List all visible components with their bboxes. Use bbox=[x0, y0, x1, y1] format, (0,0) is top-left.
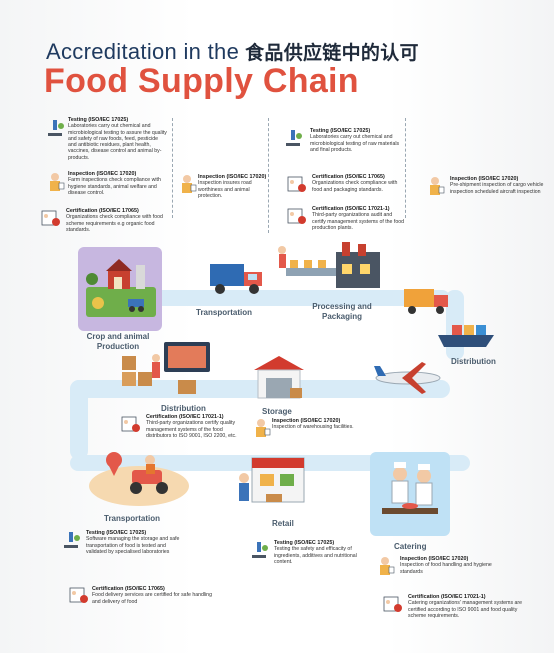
stage-label-retail: Retail bbox=[272, 519, 294, 528]
stage-label-transport-1: Transportation bbox=[196, 308, 253, 317]
info-text: Inspection of food handling and hygiene … bbox=[400, 562, 492, 575]
stage-label-catering: Catering bbox=[394, 542, 427, 551]
microscope-icon bbox=[248, 540, 270, 560]
info-text: Organizations check compliance with food… bbox=[66, 214, 163, 233]
farm-illustration bbox=[78, 247, 162, 331]
info-catering-certification: Certification (ISO/IEC 17021-1) Catering… bbox=[408, 594, 528, 619]
info-title: Inspection (ISO/IEC 17020) bbox=[400, 556, 469, 562]
stage-label-distribution-1: Distribution bbox=[451, 357, 496, 366]
inspector-icon bbox=[176, 174, 198, 194]
divider-dashed bbox=[268, 118, 269, 233]
divider-dashed bbox=[405, 118, 406, 218]
airplane-illustration bbox=[372, 358, 444, 398]
stage-label-distribution-2: Distribution bbox=[161, 404, 206, 413]
info-title: Testing (ISO/IEC 17025) bbox=[68, 117, 129, 123]
info-transport2-certification: Certification (ISO/IEC 17065) Food deliv… bbox=[92, 586, 212, 605]
info-storage-inspection: Inspection (ISO/IEC 17020) Inspection of… bbox=[272, 418, 368, 431]
info-catering-inspection: Inspection (ISO/IEC 17020) Inspection of… bbox=[400, 556, 496, 575]
stage-label-crop: Crop and animal Production bbox=[86, 332, 150, 351]
stage-label-transport-2: Transportation bbox=[104, 514, 161, 523]
info-crop-testing: Testing (ISO/IEC 17025) Laboratories car… bbox=[68, 117, 168, 161]
catering-illustration bbox=[370, 452, 450, 536]
info-text: Inspection of warehousing facilities. bbox=[272, 424, 354, 431]
info-distributor-certification: Certification (ISO/IEC 17021-1) Third-pa… bbox=[146, 414, 242, 439]
info-transport-inspection: Inspection (ISO/IEC 17020) Inspection in… bbox=[198, 174, 272, 199]
title-line-2: Food Supply Chain bbox=[44, 62, 359, 100]
storage-illustration bbox=[250, 352, 308, 404]
info-processing-testing: Testing (ISO/IEC 17025) Laboratories car… bbox=[310, 128, 406, 153]
retail-illustration bbox=[236, 448, 312, 514]
certificate-icon bbox=[286, 174, 308, 194]
info-title: Certification (ISO/IEC 17065) bbox=[66, 208, 139, 214]
title-chinese: 食品供应链中的认可 bbox=[245, 43, 419, 64]
truck-illustration bbox=[208, 258, 268, 298]
microscope-icon bbox=[44, 118, 66, 138]
flow-road-top bbox=[120, 290, 450, 306]
distribution-illustration bbox=[398, 285, 498, 355]
info-crop-inspection: Inspection (ISO/IEC 17020) Farm inspecti… bbox=[68, 171, 168, 196]
info-title: Certification (ISO/IEC 17065) bbox=[92, 586, 165, 592]
certificate-icon bbox=[120, 414, 142, 434]
info-text: Inspection insures road worthiness and a… bbox=[198, 180, 252, 199]
inspector-icon bbox=[44, 172, 66, 192]
flow-road-left bbox=[70, 380, 88, 460]
info-title: Certification (ISO/IEC 17065) bbox=[312, 174, 385, 180]
microscope-icon bbox=[282, 128, 304, 148]
info-text: Third-party organizations audit and cert… bbox=[312, 212, 404, 231]
info-processing-cert-17021: Certification (ISO/IEC 17021-1) Third-pa… bbox=[312, 206, 404, 231]
info-title: Inspection (ISO/IEC 17020) bbox=[198, 174, 267, 180]
info-text: Farm inspections check compliance with h… bbox=[68, 177, 161, 196]
distribution-warehouse-illustration bbox=[118, 336, 228, 406]
info-title: Testing (ISO/IEC 17025) bbox=[86, 530, 147, 536]
info-text: Software managing the storage and safe t… bbox=[86, 536, 180, 555]
certificate-icon bbox=[286, 206, 308, 226]
info-title: Inspection (ISO/IEC 17020) bbox=[272, 418, 341, 424]
info-distribution-inspection: Inspection (ISO/IEC 17020) Pre-shipment … bbox=[450, 176, 546, 195]
inspector-icon bbox=[250, 418, 272, 438]
info-title: Testing (ISO/IEC 17025) bbox=[274, 540, 335, 546]
info-title: Certification (ISO/IEC 17021-1) bbox=[408, 594, 486, 600]
info-title: Inspection (ISO/IEC 17020) bbox=[450, 176, 519, 182]
inspector-icon bbox=[374, 556, 396, 576]
info-processing-cert-17065: Certification (ISO/IEC 17065) Organizati… bbox=[312, 174, 406, 193]
certificate-icon bbox=[382, 594, 404, 614]
info-text: Laboratories carry out chemical and micr… bbox=[310, 134, 400, 153]
factory-illustration bbox=[276, 240, 388, 300]
info-title: Certification (ISO/IEC 17021-1) bbox=[312, 206, 390, 212]
info-title: Testing (ISO/IEC 17025) bbox=[310, 128, 371, 134]
delivery-illustration bbox=[84, 440, 194, 510]
certificate-icon bbox=[40, 208, 62, 228]
microscope-icon bbox=[60, 530, 82, 550]
info-crop-certification: Certification (ISO/IEC 17065) Organizati… bbox=[66, 208, 166, 233]
info-text: Food delivery services are certified for… bbox=[92, 592, 212, 605]
info-retail-testing: Testing (ISO/IEC 17025) Testing the safe… bbox=[274, 540, 370, 565]
info-text: Organizations check compliance with food… bbox=[312, 180, 398, 193]
info-text: Testing the safety and efficacity of ing… bbox=[274, 546, 357, 565]
info-text: Pre-shipment inspection of cargo vehicle… bbox=[450, 182, 544, 195]
info-text: Laboratories carry out chemical and micr… bbox=[68, 123, 167, 161]
info-transport2-testing: Testing (ISO/IEC 17025) Software managin… bbox=[86, 530, 182, 555]
divider-dashed bbox=[172, 118, 173, 218]
info-title: Inspection (ISO/IEC 17020) bbox=[68, 171, 137, 177]
info-text: Third-party organizations certify qualit… bbox=[146, 420, 237, 439]
certificate-icon bbox=[68, 585, 90, 605]
inspector-icon bbox=[424, 176, 446, 196]
info-text: Catering organizations' management syste… bbox=[408, 600, 523, 619]
title-english: Accreditation in the bbox=[46, 39, 240, 64]
info-title: Certification (ISO/IEC 17021-1) bbox=[146, 414, 224, 420]
stage-label-processing: Processing and Packaging bbox=[312, 302, 372, 321]
stage-label-storage: Storage bbox=[262, 407, 292, 416]
